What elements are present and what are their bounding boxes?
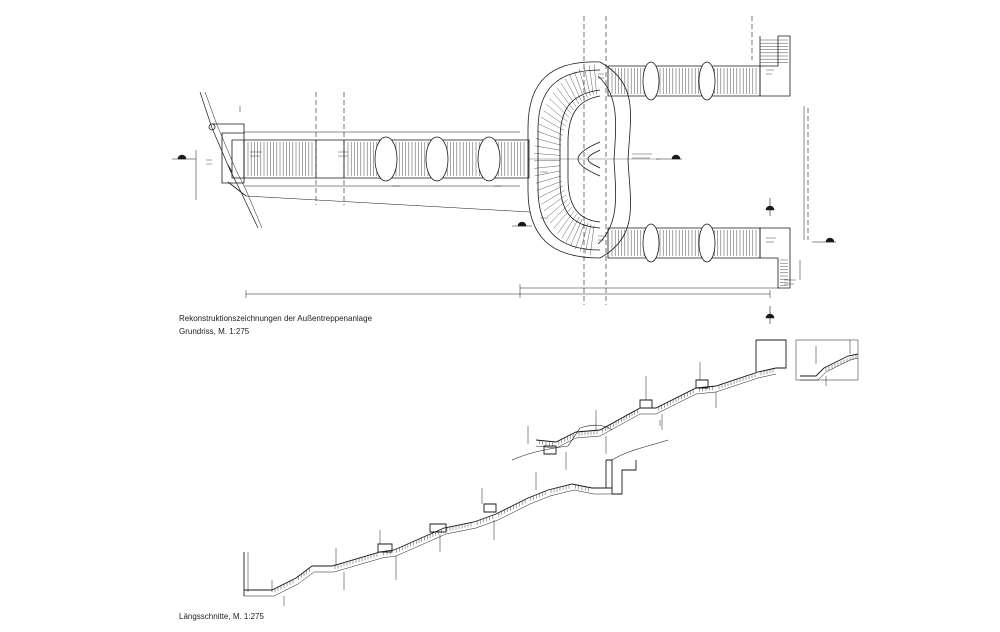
central-flight [344,137,529,181]
curved-tread [570,75,582,102]
section-lower-profile [244,484,612,590]
section-lower-markers [272,472,536,606]
curved-tread [537,181,562,191]
section-detail [796,340,858,386]
curved-tread [550,203,570,223]
curved-tread [580,223,588,252]
curved-tread [553,93,572,114]
section-lower-step-ticks [275,485,589,593]
curved-tread [536,138,561,145]
curved-tread [547,199,568,217]
curved-tread [561,83,576,107]
corner-stair-treads-top [760,40,788,62]
curved-tread [585,224,591,253]
stair-treads-a [248,142,312,176]
curved-stair-treads [534,64,597,255]
section-scale-caption: Längsschnitte, M. 1:275 [179,612,264,621]
curved-tread [546,104,567,121]
section-markers [172,155,836,324]
curved-tread [534,153,560,155]
section-detail-step-ticks [826,355,856,372]
lower-flight-left [244,140,316,178]
curved-tread [541,117,564,130]
plan-scale-caption: Grundriss, M. 1:275 [179,327,250,336]
section-lower [244,460,636,606]
dimension-lines [196,106,804,298]
curved-tread [535,146,561,150]
curved-tread [557,88,574,111]
left-entry [200,92,262,228]
floor-plan [172,16,836,324]
curved-tread [535,171,561,176]
corner-stair-treads-bottom [780,260,788,286]
curved-tread [566,217,579,243]
curved-tread [565,79,579,104]
curved-tread [537,131,562,140]
axis-lines [316,16,808,305]
curved-tread [579,69,587,97]
curved-tread [594,64,596,94]
curved-tread [549,98,569,117]
curved-tread [541,190,564,204]
curved-tread [544,195,566,211]
section-upper-step-ticks [539,369,773,446]
section-upper-markers [528,362,716,470]
curved-tread [575,221,585,249]
stair-treads-d [612,230,756,256]
annotation-marks [206,70,796,284]
longitudinal-sections [244,340,858,606]
curved-tread [571,219,583,246]
plan-title-text: Rekonstruktionszeichnungen der Außentrep… [179,314,373,323]
curved-tread [543,111,565,126]
curved-tread [574,72,584,100]
curved-tread [554,207,572,228]
curved-tread [590,225,594,255]
lower-right-flight [608,224,790,288]
curved-tread [539,186,563,198]
upper-right-flight [608,36,790,100]
curved-tread [589,65,593,95]
curved-tread [558,211,575,234]
stair-treads-c [612,68,756,94]
curved-tread [562,214,577,238]
central-oval-stair [528,62,660,258]
curved-tread [536,176,561,183]
curved-tread [539,124,563,135]
curved-tread [534,166,560,169]
curved-tread [584,67,590,96]
section-upper [512,340,786,470]
